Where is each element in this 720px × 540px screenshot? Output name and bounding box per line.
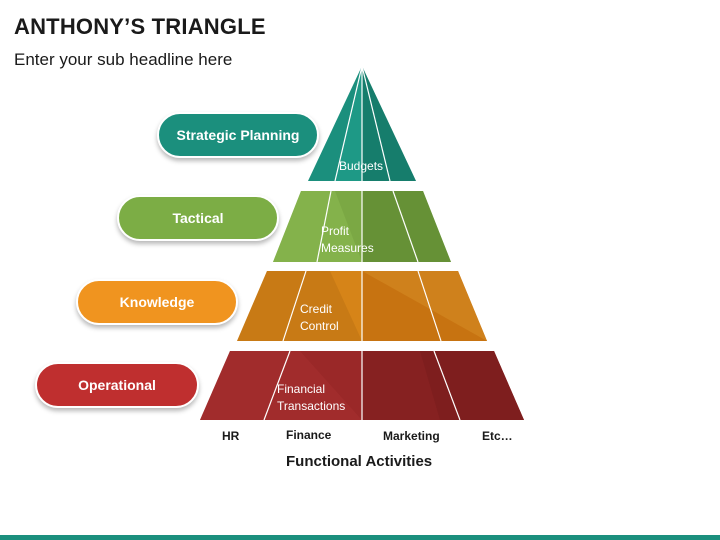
tier-label-profit-measures: Profit Measures — [321, 224, 374, 255]
level-operational: Operational — [35, 362, 199, 408]
functional-activities-title: Functional Activities — [286, 453, 433, 470]
tier-label-credit-control: Credit Control — [300, 302, 339, 333]
tier-label-financial-transactions: Financial Transactions — [277, 382, 346, 413]
page-title: ANTHONY’S TRIANGLE — [14, 14, 266, 39]
level-tactical: Tactical — [117, 195, 279, 241]
activity-marketing: Marketing — [383, 429, 440, 443]
activity-finance: Finance — [286, 428, 332, 442]
page-subtitle: Enter your sub headline here — [14, 50, 233, 69]
level-strategic-planning: Strategic Planning — [157, 112, 319, 158]
tier-budgets — [308, 65, 416, 182]
tier-profit-measures — [273, 190, 451, 263]
activity-etc: Etc… — [482, 429, 513, 443]
bottom-accent-bar — [0, 535, 720, 540]
tier-label-budgets: Budgets — [339, 159, 384, 173]
level-knowledge: Knowledge — [76, 279, 238, 325]
activity-hr: HR — [222, 429, 240, 443]
tier-credit-control — [237, 270, 487, 342]
tier-financial-transactions — [200, 350, 524, 421]
